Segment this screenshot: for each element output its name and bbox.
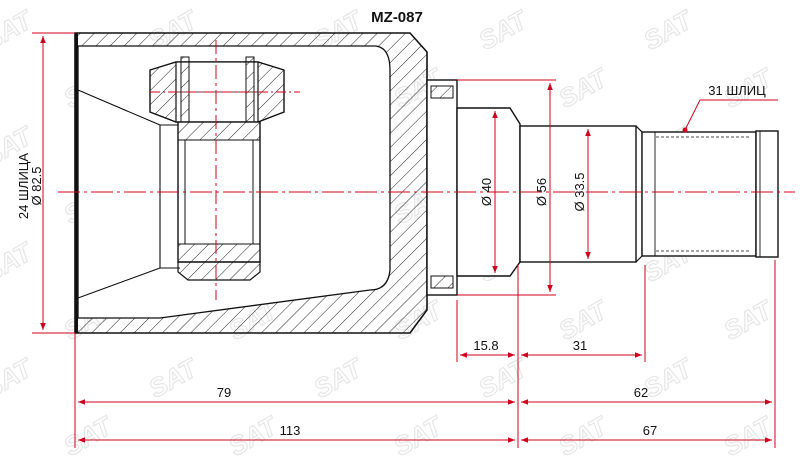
diameter-56-label: Ø 56 bbox=[534, 178, 549, 206]
right-spline-label: 31 ШЛИЦ bbox=[708, 83, 766, 98]
drawing-title: MZ-087 bbox=[371, 9, 423, 26]
watermark-logo: SAT bbox=[58, 410, 118, 458]
diameter-33-5-label: Ø 33.5 bbox=[572, 172, 587, 211]
dim-113-label: 113 bbox=[280, 423, 301, 438]
dim-62-label: 62 bbox=[634, 385, 648, 400]
watermark-logo: SAT bbox=[0, 352, 39, 404]
dim-67-label: 67 bbox=[643, 423, 657, 438]
watermark-logo: SAT bbox=[473, 352, 533, 404]
watermark-logo: SAT bbox=[473, 4, 533, 56]
watermark-logo: SAT bbox=[553, 62, 613, 114]
dimension-lines bbox=[32, 32, 778, 448]
watermark-logo: SAT bbox=[0, 236, 39, 288]
dim-31-label: 31 bbox=[573, 338, 587, 353]
watermark-logo: SAT bbox=[223, 410, 283, 458]
dim-79-label: 79 bbox=[217, 385, 231, 400]
watermark-logo: SAT bbox=[553, 410, 613, 458]
spline-leader-dot bbox=[682, 127, 688, 133]
watermark-logo: SAT bbox=[143, 352, 203, 404]
dim-15-8-label: 15.8 bbox=[473, 338, 498, 353]
left-spline-label: 24 ШЛИЦА bbox=[16, 153, 31, 219]
watermark-logo: SAT bbox=[638, 4, 698, 56]
watermark-logo: SAT bbox=[308, 352, 368, 404]
watermark-logo: SAT bbox=[718, 410, 778, 458]
watermark-logo: SAT bbox=[388, 410, 448, 458]
diameter-40-label: Ø 40 bbox=[479, 178, 494, 206]
centerlines bbox=[58, 40, 795, 300]
left-diameter-label: Ø 82.5 bbox=[29, 166, 44, 205]
watermark-logo: SAT bbox=[0, 4, 39, 56]
watermark-logo: SAT bbox=[718, 294, 778, 346]
